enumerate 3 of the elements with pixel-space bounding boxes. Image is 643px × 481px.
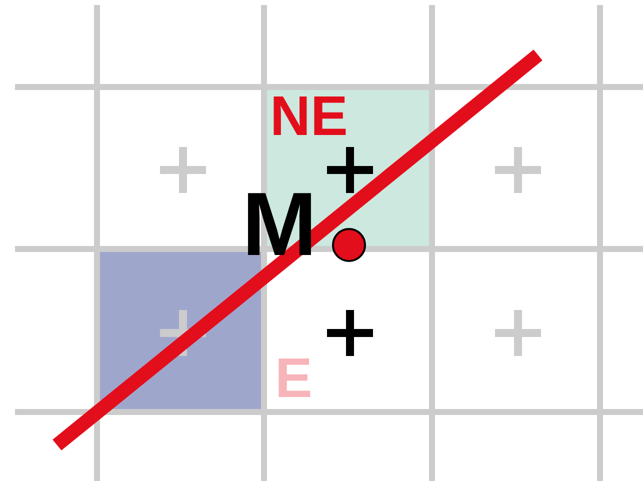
direction-label: E [275,350,312,406]
direction-label: NE [270,88,348,144]
midpoint-label: M [242,180,317,270]
